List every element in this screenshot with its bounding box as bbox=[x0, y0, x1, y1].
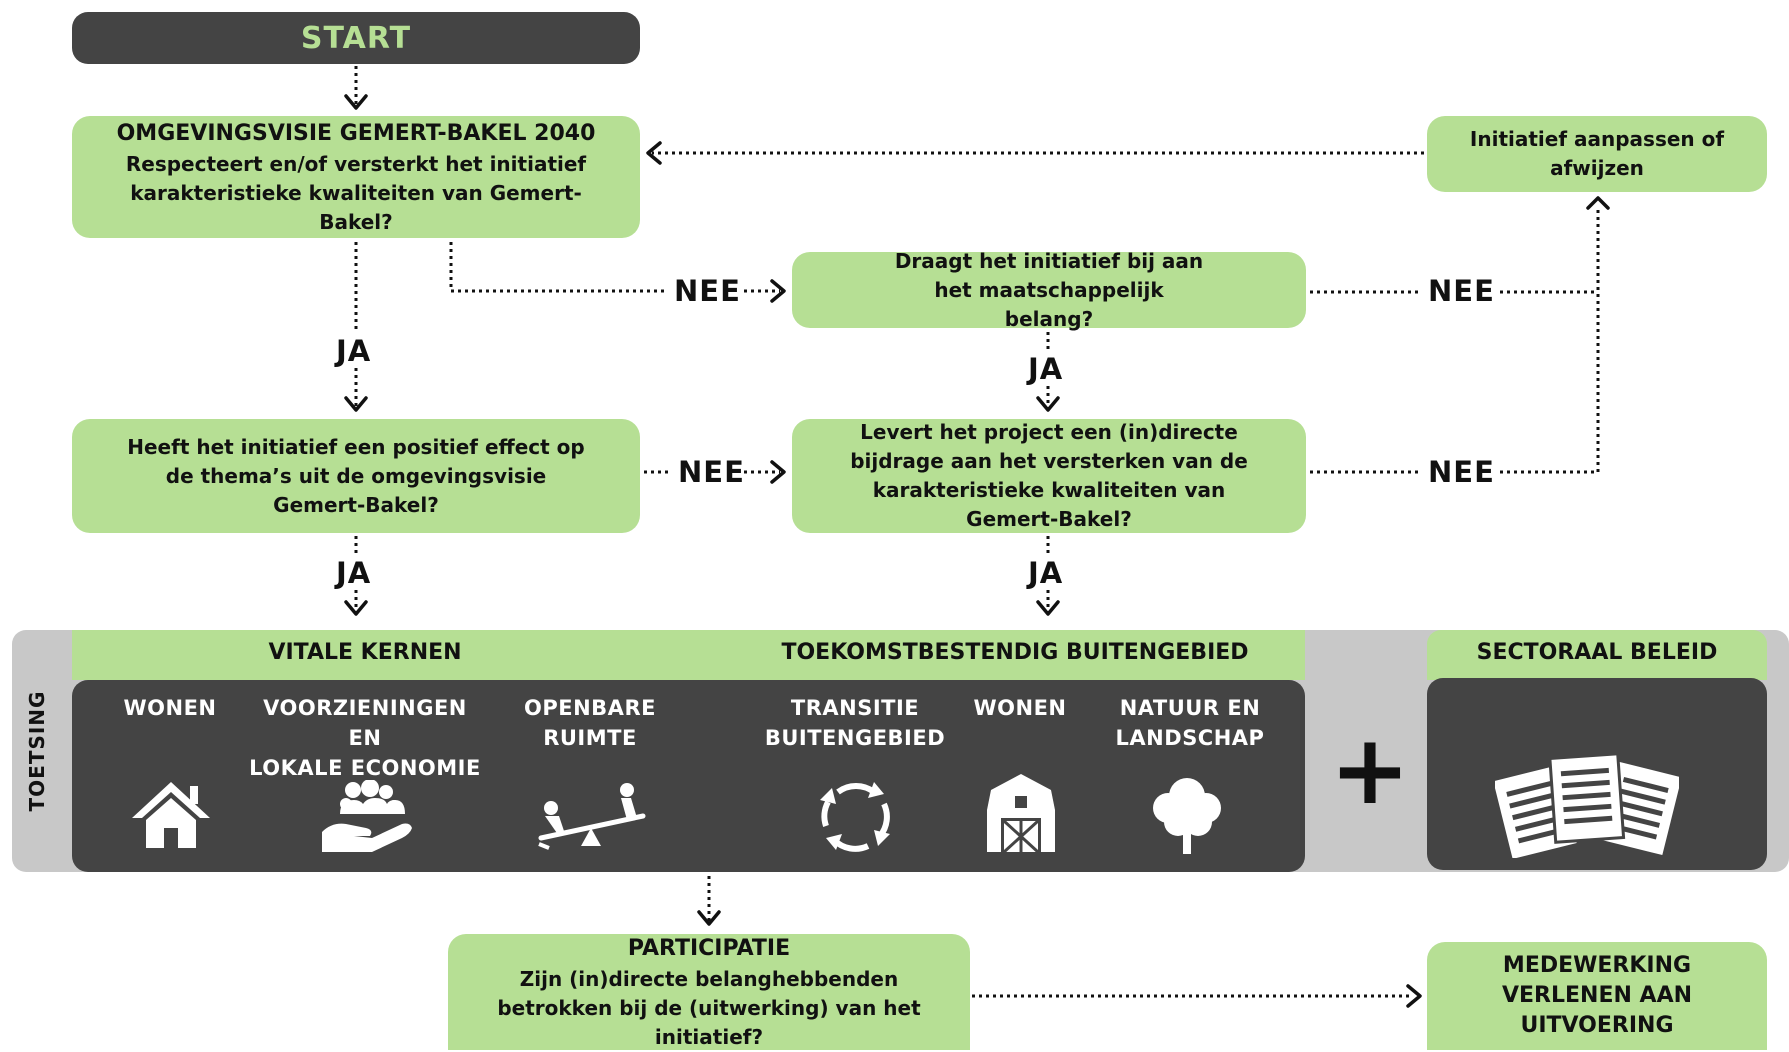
arrowhead-start bbox=[344, 94, 368, 110]
themes-panel bbox=[72, 680, 1305, 872]
maatschappelijk-text: Draagt het initiatief bij aan het maatsc… bbox=[894, 248, 1204, 331]
sectoraal-heading: SECTORAAL BELEID bbox=[1476, 640, 1718, 665]
arrowhead-pos-nee bbox=[770, 460, 786, 484]
medewerking-node: MEDEWERKING VERLENEN AAN UITVOERING bbox=[1427, 942, 1767, 1050]
start-label: START bbox=[300, 20, 412, 56]
aanpassen-node: Initiatief aanpassen of afwijzen bbox=[1427, 116, 1767, 192]
theme-wonen-buitengebied: WONEN bbox=[973, 696, 1067, 720]
label-ja-2: JA bbox=[1028, 352, 1064, 386]
house-icon bbox=[132, 782, 210, 848]
arrowhead-aanpassen bbox=[1586, 196, 1610, 210]
theme-voorzieningen: VOORZIENINGEN EN LOKALE ECONOMIE bbox=[249, 696, 481, 780]
barn-icon bbox=[987, 774, 1055, 854]
bijdrage-node: Levert het project een (in)directe bijdr… bbox=[792, 419, 1306, 533]
theme-natuur: NATUUR EN LANDSCHAP bbox=[1115, 696, 1265, 750]
theme-transitie: TRANSITIE BUITENGEBIED bbox=[764, 696, 946, 750]
omgevingsvisie-question: Respecteert en/of versterkt het initiati… bbox=[125, 151, 587, 234]
theme-wonen-kernen: WONEN bbox=[123, 696, 217, 720]
medewerking-text: MEDEWERKING VERLENEN AAN UITVOERING bbox=[1501, 953, 1693, 1038]
start-node: START bbox=[72, 12, 640, 64]
vitale-kernen-heading: VITALE KERNEN bbox=[268, 640, 462, 665]
arrowhead-back bbox=[646, 141, 662, 165]
arrowhead-omg-nee bbox=[770, 279, 786, 303]
arrowhead-maat-ja bbox=[1036, 396, 1060, 412]
arrowhead-participatie bbox=[697, 910, 721, 926]
positief-effect-text: Heeft het initiatief een positief effect… bbox=[127, 434, 585, 517]
arrowhead-bij-ja bbox=[1036, 600, 1060, 616]
arrowhead-medewerking bbox=[1406, 984, 1422, 1008]
arrowhead-omg-ja bbox=[344, 396, 368, 412]
tree-icon bbox=[1153, 778, 1221, 854]
cycle-icon bbox=[820, 782, 890, 852]
participatie-question: Zijn (in)directe belanghebbenden betrokk… bbox=[497, 966, 921, 1049]
label-nee-2: NEE bbox=[1428, 274, 1495, 308]
participatie-node: PARTICIPATIE Zijn (in)directe belanghebb… bbox=[448, 934, 970, 1050]
documents-icon bbox=[1495, 752, 1679, 858]
seesaw-icon bbox=[538, 783, 646, 850]
toetsing-header-strip bbox=[72, 630, 1305, 680]
plus-sign: + bbox=[1329, 714, 1411, 826]
community-hand-icon bbox=[322, 780, 412, 852]
omgevingsvisie-node: OMGEVINGSVISIE GEMERT-BAKEL 2040 Respect… bbox=[72, 116, 640, 238]
connector-bijdrage-nee-right bbox=[1500, 206, 1600, 474]
connector-omg-nee bbox=[449, 242, 668, 293]
label-nee-1: NEE bbox=[674, 274, 741, 308]
arrowhead-pos-ja bbox=[344, 600, 368, 616]
buitengebied-heading: TOEKOMSTBESTENDIG BUITENGEBIED bbox=[781, 640, 1249, 665]
sectoraal-header bbox=[1427, 630, 1767, 680]
omgevingsvisie-title: OMGEVINGSVISIE GEMERT-BAKEL 2040 bbox=[116, 120, 596, 146]
aanpassen-text: Initiatief aanpassen of afwijzen bbox=[1469, 127, 1725, 180]
label-ja-4: JA bbox=[1028, 556, 1064, 590]
label-nee-4: NEE bbox=[1428, 455, 1495, 489]
maatschappelijk-node: Draagt het initiatief bij aan het maatsc… bbox=[792, 249, 1306, 331]
bijdrage-text: Levert het project een (in)directe bijdr… bbox=[850, 420, 1248, 531]
participatie-title: PARTICIPATIE bbox=[627, 935, 791, 961]
label-nee-3: NEE bbox=[678, 455, 745, 489]
theme-openbare-ruimte: OPENBARE RUIMTE bbox=[524, 696, 656, 750]
label-ja-3: JA bbox=[336, 556, 372, 590]
positief-effect-node: Heeft het initiatief een positief effect… bbox=[72, 419, 640, 533]
label-ja-1: JA bbox=[336, 334, 372, 368]
